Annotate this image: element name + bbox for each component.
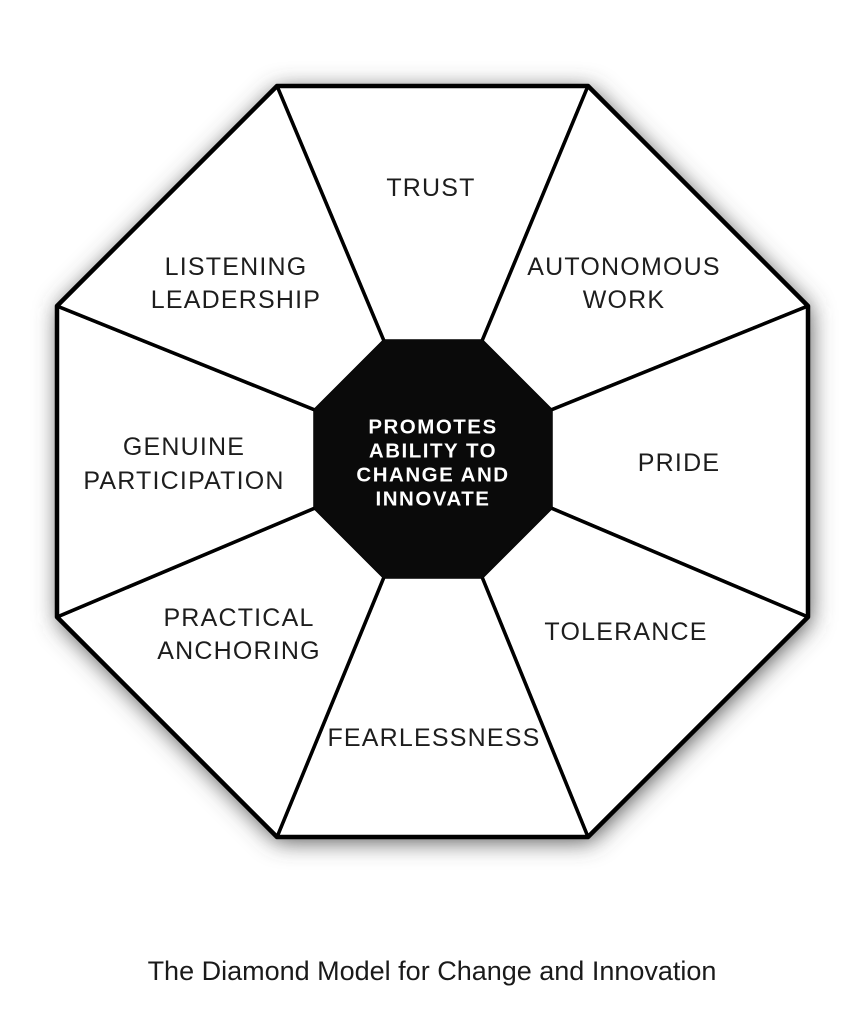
outer-octagon (54, 83, 811, 840)
segment-label-autonomous-work-line2: WORK (583, 286, 666, 314)
segment-label-genuine-participation-line1: GENUINE (123, 433, 245, 461)
segment-label-fearlessness: FEARLESSNESS (327, 724, 540, 752)
diagram-caption: The Diamond Model for Change and Innovat… (148, 956, 717, 986)
segment-label-practical-anchoring-line2: ANCHORING (157, 637, 321, 665)
segment-label-tolerance: TOLERANCE (544, 618, 707, 646)
segment-label-practical-anchoring-line1: PRACTICAL (163, 604, 314, 632)
segment-label-trust: TRUST (386, 174, 475, 202)
center-label-line1: PROMOTES (368, 416, 497, 439)
segment-label-genuine-participation-line2: PARTICIPATION (83, 467, 284, 495)
center-label-line4: INNOVATE (376, 488, 491, 511)
center-label-line2: ABILITY TO (369, 440, 497, 463)
segment-label-pride: PRIDE (638, 449, 720, 477)
center-octagon (314, 340, 552, 578)
segment-label-autonomous-work-line1: AUTONOMOUS (527, 253, 721, 281)
segment-label-listening-leadership-line2: LEADERSHIP (151, 286, 321, 314)
center-label-line3: CHANGE AND (356, 464, 509, 487)
segment-label-listening-leadership-line1: LISTENING (165, 253, 308, 281)
